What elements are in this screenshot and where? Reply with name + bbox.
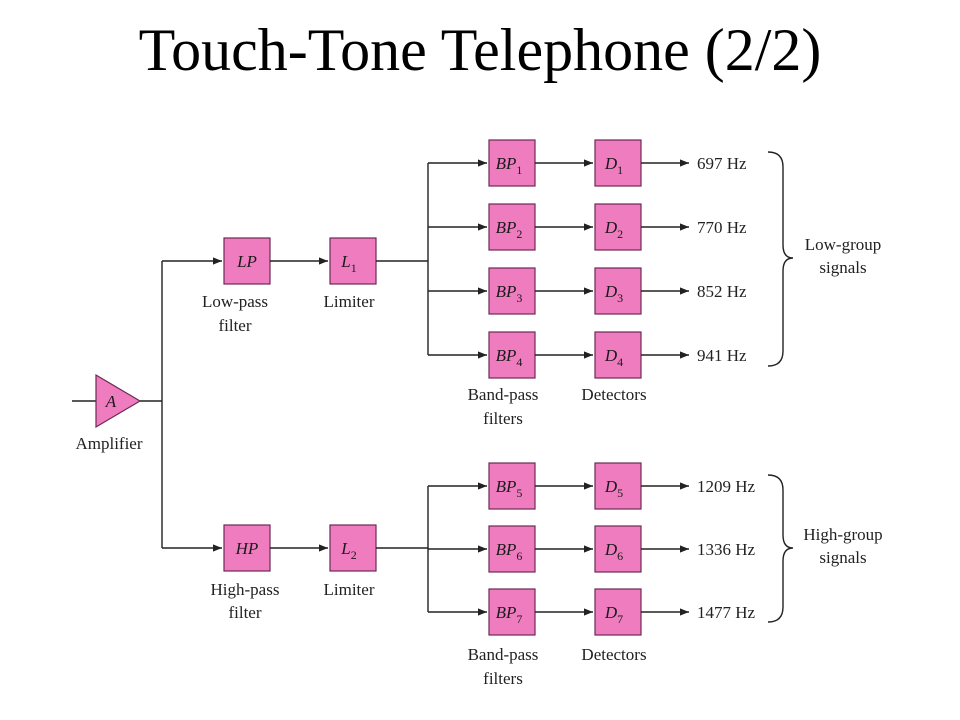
lp-symbol: LP — [236, 252, 257, 271]
slide-title: Touch-Tone Telephone (2/2) — [138, 17, 822, 83]
bandpass-filter-block — [488, 203, 536, 251]
bandpass-filter-block — [488, 267, 536, 315]
high-detectors-caption: Detectors — [581, 645, 646, 664]
svg-text:L1: L1 — [340, 252, 356, 275]
high-bandpass-caption-2: filters — [483, 669, 523, 688]
limiter-2-caption: Limiter — [324, 580, 375, 599]
amplifier-caption: Amplifier — [75, 434, 142, 453]
bandpass-filter-block — [488, 588, 536, 636]
bandpass-filter-label: BP5 — [496, 477, 523, 500]
limiter-2-symbol: L — [340, 539, 350, 558]
bandpass-filter-block — [488, 462, 536, 510]
output-frequency-label: 770 Hz — [697, 218, 747, 237]
high-group-channels: BP5 D5 1209 Hz BP6 D6 1336 Hz BP7 D7 1477 Hz — [428, 462, 756, 636]
bandpass-filter-label: BP4 — [496, 346, 523, 369]
amplifier-symbol: A — [105, 392, 117, 411]
limiter-1-symbol: L — [340, 252, 350, 271]
detector-label: D2 — [604, 218, 623, 241]
detector-block — [594, 525, 642, 573]
high-group-label-1: High-group — [803, 525, 882, 544]
bandpass-filter-label: BP6 — [496, 540, 523, 563]
high-pass-filter-block: HP — [223, 524, 271, 572]
low-pass-filter-block: LP — [223, 237, 271, 285]
high-bandpass-caption-1: Band-pass — [468, 645, 539, 664]
detector-label: D7 — [604, 603, 623, 626]
limiter-1-block: L1 — [329, 237, 377, 285]
output-frequency-label: 697 Hz — [697, 154, 747, 173]
low-pass-caption-1: Low-pass — [202, 292, 268, 311]
output-frequency-label: 941 Hz — [697, 346, 747, 365]
bandpass-filter-label: BP1 — [496, 154, 523, 177]
bandpass-filter-label: BP3 — [496, 282, 523, 305]
limiter-1-caption: Limiter — [324, 292, 375, 311]
low-bandpass-caption-2: filters — [483, 409, 523, 428]
bandpass-filter-block — [488, 525, 536, 573]
low-group-brace — [767, 151, 794, 367]
detector-block — [594, 462, 642, 510]
svg-text:L2: L2 — [340, 539, 356, 562]
low-group-channels: BP1 D1 697 Hz BP2 D2 770 Hz BP3 D3 852 Hz BP4 D4 94… — [428, 139, 747, 379]
limiter-1-subscript: 1 — [351, 261, 357, 275]
amplifier-block: A — [72, 373, 162, 429]
output-frequency-label: 852 Hz — [697, 282, 747, 301]
detector-block — [594, 267, 642, 315]
output-frequency-label: 1477 Hz — [697, 603, 756, 622]
hp-symbol: HP — [235, 539, 259, 558]
detector-block — [594, 331, 642, 379]
high-pass-caption-1: High-pass — [211, 580, 280, 599]
bandpass-filter-label: BP2 — [496, 218, 523, 241]
low-group-label-1: Low-group — [805, 235, 881, 254]
detector-block — [594, 139, 642, 187]
high-pass-caption-2: filter — [228, 603, 261, 622]
bandpass-filter-block — [488, 139, 536, 187]
low-bandpass-caption-1: Band-pass — [468, 385, 539, 404]
limiter-2-subscript: 2 — [351, 548, 357, 562]
detector-label: D1 — [604, 154, 623, 177]
bandpass-filter-block — [488, 331, 536, 379]
output-frequency-label: 1336 Hz — [697, 540, 756, 559]
detector-label: D3 — [604, 282, 623, 305]
low-pass-caption-2: filter — [218, 316, 251, 335]
high-group-label-2: signals — [819, 548, 866, 567]
high-group-brace — [767, 474, 794, 623]
output-frequency-label: 1209 Hz — [697, 477, 756, 496]
bandpass-filter-label: BP7 — [496, 603, 523, 626]
limiter-2-block: L2 — [329, 524, 377, 572]
detector-label: D4 — [604, 346, 623, 369]
detector-label: D6 — [604, 540, 623, 563]
detector-label: D5 — [604, 477, 623, 500]
low-detectors-caption: Detectors — [581, 385, 646, 404]
low-group-label-2: signals — [819, 258, 866, 277]
